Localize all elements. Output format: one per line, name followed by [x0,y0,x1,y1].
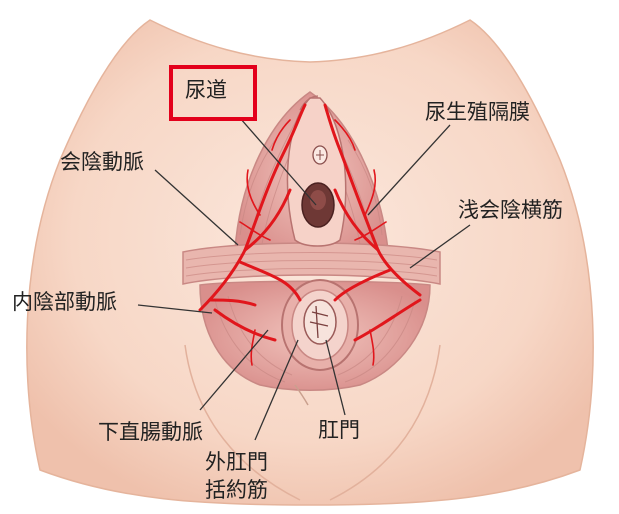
label-external-anal-sphincter-1: 外肛門 [205,450,268,475]
label-external-anal-sphincter-2: 括約筋 [205,478,268,503]
label-perineal-artery: 会陰動脈 [60,150,144,175]
label-inferior-rectal-artery: 下直腸動脈 [98,420,203,445]
label-internal-pudendal-artery: 内陰部動脈 [12,290,117,315]
label-urogenital-diaphragm: 尿生殖隔膜 [425,100,530,125]
label-urethra: 尿道 [185,78,227,103]
anus-shape [304,300,336,344]
label-anus: 肛門 [318,418,360,443]
label-superficial-transverse-perineal: 浅会陰横筋 [458,198,563,223]
